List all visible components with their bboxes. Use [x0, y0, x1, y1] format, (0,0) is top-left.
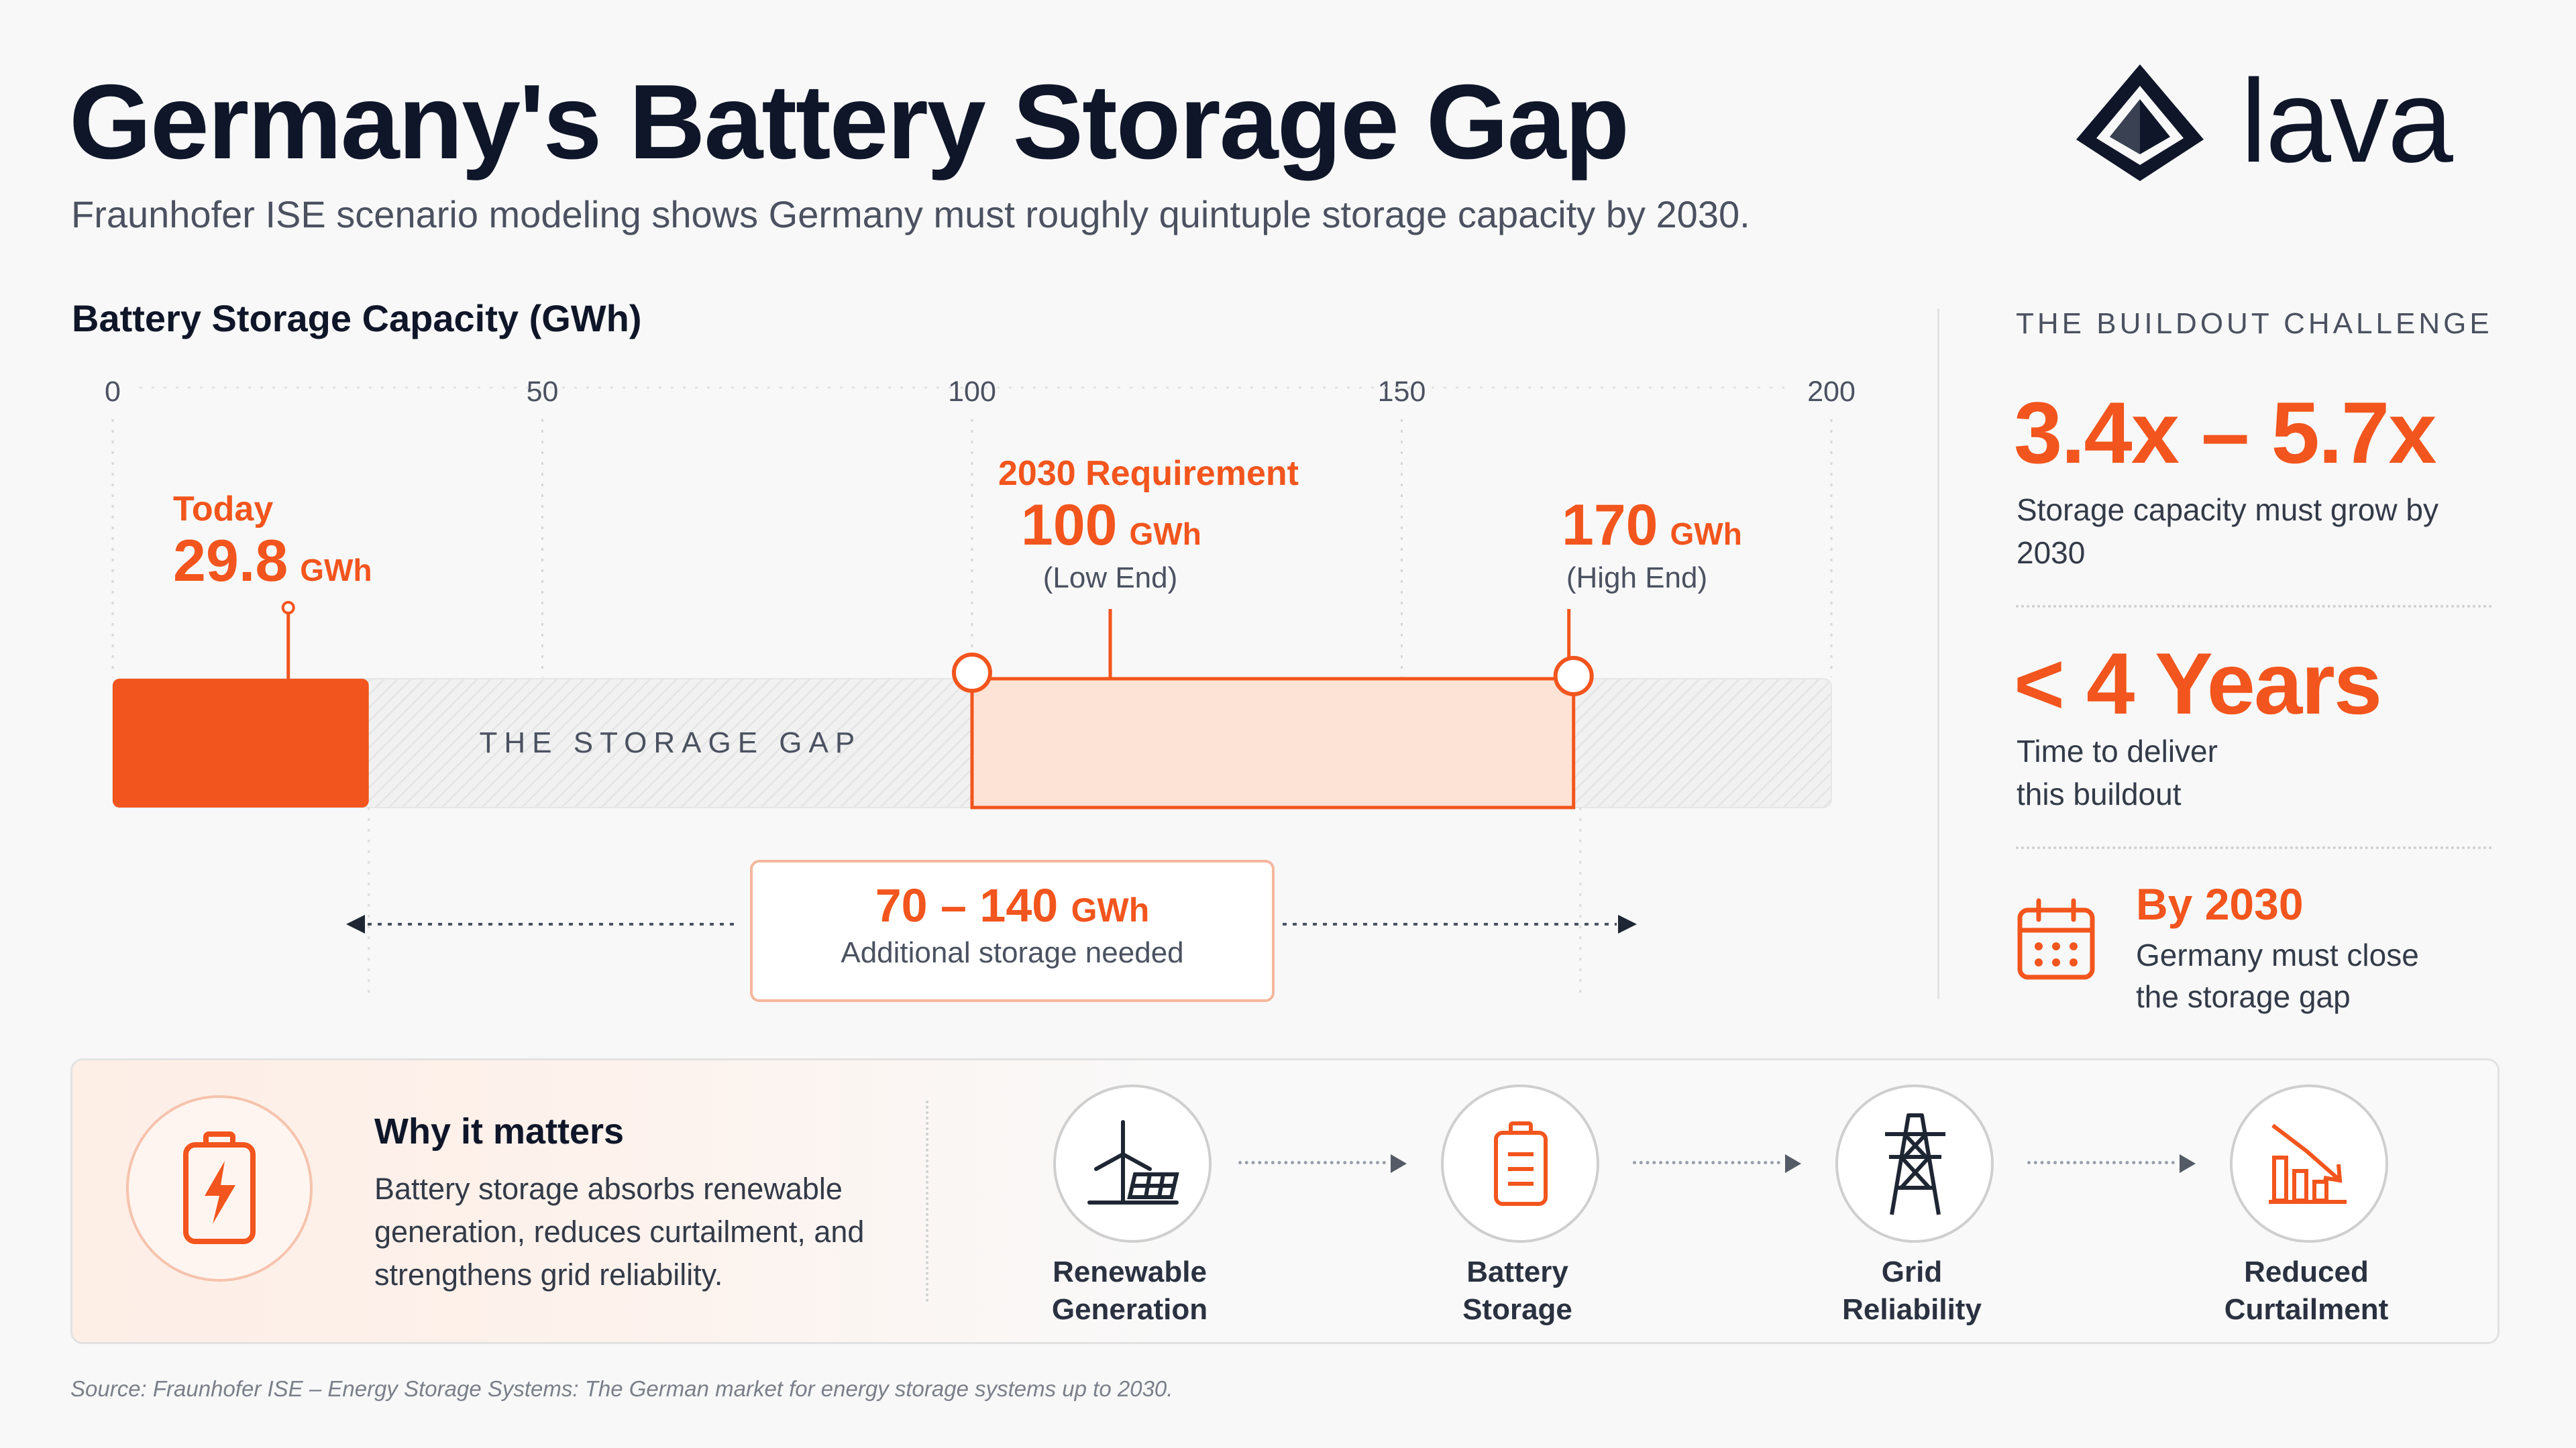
requirement-range-bar	[970, 677, 1576, 810]
flow-arrow	[1238, 1161, 1386, 1164]
flow-label-line: Reduced	[2244, 1256, 2369, 1288]
page-subtitle: Fraunhofer ISE scenario modeling shows G…	[71, 193, 1750, 235]
additional-label: Additional storage needed	[841, 936, 1184, 969]
flow-step-grid	[1835, 1084, 1994, 1243]
flow-step-battery	[1441, 1084, 1599, 1243]
today-marker-dot	[281, 601, 295, 614]
deadline-text-line2: the storage gap	[2136, 979, 2351, 1014]
flow-arrow	[1633, 1161, 1780, 1164]
x-tick-label: 50	[527, 376, 559, 408]
sidebar-separator	[2016, 605, 2492, 608]
arrow-head-icon	[2180, 1154, 2196, 1173]
flow-label-line: Curtailment	[2224, 1293, 2389, 1326]
years-stat: < 4 Years	[2014, 634, 2382, 732]
today-bar	[113, 679, 369, 807]
requirement-title: 2030 Requirement	[998, 454, 1299, 493]
declining-chart-icon	[2269, 1123, 2347, 1204]
x-tick-label: 200	[1807, 376, 1856, 408]
today-label: Today	[173, 490, 273, 528]
why-title: Why it matters	[374, 1111, 625, 1152]
growth-stat: 3.4x – 5.7x	[2014, 384, 2437, 482]
sidebar-heading: THE BUILDOUT CHALLENGE	[2016, 307, 2493, 340]
right-arrow-head	[1618, 915, 1637, 934]
chart-title: Battery Storage Capacity (GWh)	[72, 297, 642, 339]
deadline-text-line1: Germany must close	[2136, 938, 2419, 972]
lava-logo-mark-icon	[2076, 64, 2204, 181]
flow-step-renewable	[1053, 1084, 1212, 1243]
years-stat-text-line2: this buildout	[2017, 777, 2182, 812]
growth-stat-text: Storage capacity must grow by 2030	[2017, 492, 2438, 570]
sidebar-divider	[1937, 309, 1939, 999]
lava-logo: lava	[2070, 56, 2506, 187]
x-tick-label: 0	[105, 376, 121, 408]
x-tick-label: 100	[948, 376, 996, 408]
flow-label-line: Grid	[1881, 1256, 1943, 1288]
panel-divider	[926, 1101, 928, 1302]
flow-label-line: Reliability	[1842, 1293, 1982, 1326]
years-stat-text-line1: Time to deliver	[2017, 734, 2218, 769]
high-sublabel: (High End)	[1566, 561, 1707, 594]
additional-storage-box: 70 – 140 GWh Additional storage needed	[750, 860, 1275, 1002]
deadline-title: By 2030	[2136, 879, 2304, 929]
logo-wordmark: lava	[2241, 56, 2453, 187]
flow-label-line: Battery	[1466, 1256, 1568, 1288]
flow-label-line: Generation	[1051, 1293, 1208, 1326]
why-it-matters-panel: Why it matters Battery storage absorbs r…	[70, 1058, 2500, 1344]
battery-icon	[1494, 1121, 1548, 1206]
wind-solar-icon	[1087, 1120, 1179, 1205]
source-note: Source: Fraunhofer ISE – Energy Storage …	[70, 1376, 1173, 1401]
flow-label-grid: Grid Reliability	[1791, 1254, 2033, 1329]
left-arrow-head	[346, 915, 365, 934]
arrow-head-icon	[1391, 1154, 1407, 1173]
flow-arrow	[2027, 1161, 2175, 1164]
x-tick-label: 150	[1378, 376, 1426, 408]
flow-label-renewable: Renewable Generation	[1009, 1254, 1250, 1329]
sidebar-separator	[2016, 846, 2492, 849]
low-sublabel: (Low End)	[1043, 561, 1178, 594]
calendar-icon	[2017, 898, 2095, 980]
low-marker-dot	[952, 653, 992, 693]
battery-bolt-icon	[183, 1131, 256, 1244]
flow-label-curtailment: Reduced Curtailment	[2186, 1254, 2427, 1329]
high-marker-dot	[1553, 656, 1594, 696]
flow-step-curtailment	[2230, 1084, 2388, 1243]
storage-gap-label: THE STORAGE GAP	[480, 726, 862, 759]
additional-unit: GWh	[1071, 891, 1150, 929]
additional-range: 70 – 140	[875, 879, 1059, 932]
battery-bolt-badge	[126, 1095, 313, 1282]
why-text: Battery storage absorbs renewable genera…	[374, 1172, 865, 1292]
flow-label-battery: Battery Storage	[1397, 1254, 1638, 1329]
pylon-icon	[1885, 1113, 1945, 1215]
flow-label-line: Renewable	[1053, 1256, 1207, 1288]
arrow-head-icon	[1785, 1154, 1801, 1173]
flow-label-line: Storage	[1462, 1293, 1572, 1326]
page-title: Germany's Battery Storage Gap	[69, 63, 1629, 181]
